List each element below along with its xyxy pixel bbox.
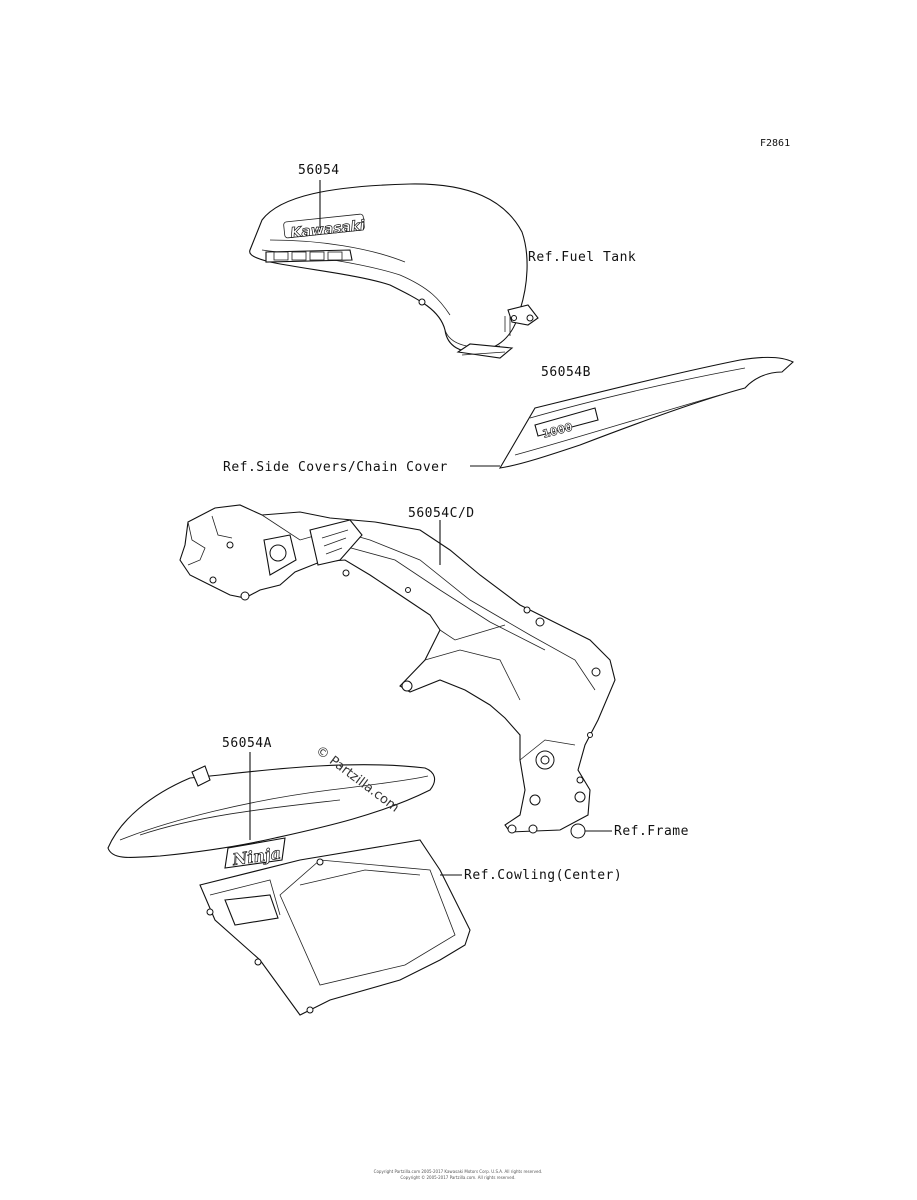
ref-cowling[interactable]: Ref.Cowling(Center) — [464, 868, 622, 883]
1000-decal[interactable] — [534, 407, 599, 437]
ref-side-covers[interactable]: Ref.Side Covers/Chain Cover — [223, 460, 448, 475]
frame-part[interactable] — [179, 504, 616, 839]
cowling-part[interactable]: Ninja — [107, 764, 471, 1016]
fuel-tank-part[interactable]: Kawasaki — [249, 183, 539, 359]
frame-decal-56054c[interactable] — [309, 519, 363, 566]
ninja-cowling-decal[interactable]: Ninja — [224, 837, 286, 870]
ref-frame[interactable]: Ref.Frame — [614, 824, 689, 839]
side-cover-part[interactable]: 1000 — [498, 356, 794, 469]
callout-56054a[interactable]: 56054A — [222, 736, 272, 751]
footer-line-1: Copyright Partzilla.com 2005-2017 Kawasa… — [374, 1169, 543, 1174]
figure-code: F2861 — [760, 138, 790, 149]
ref-fuel-tank[interactable]: Ref.Fuel Tank — [528, 250, 636, 265]
callout-56054b[interactable]: 56054B — [541, 365, 591, 380]
callout-56054cd[interactable]: 56054C/D — [408, 506, 475, 521]
callout-56054[interactable]: 56054 — [298, 163, 340, 178]
footer-line-2: Copyright © 2005-2017 Partzilla.com. All… — [400, 1175, 515, 1180]
tank-stripe-decal[interactable] — [265, 249, 353, 263]
